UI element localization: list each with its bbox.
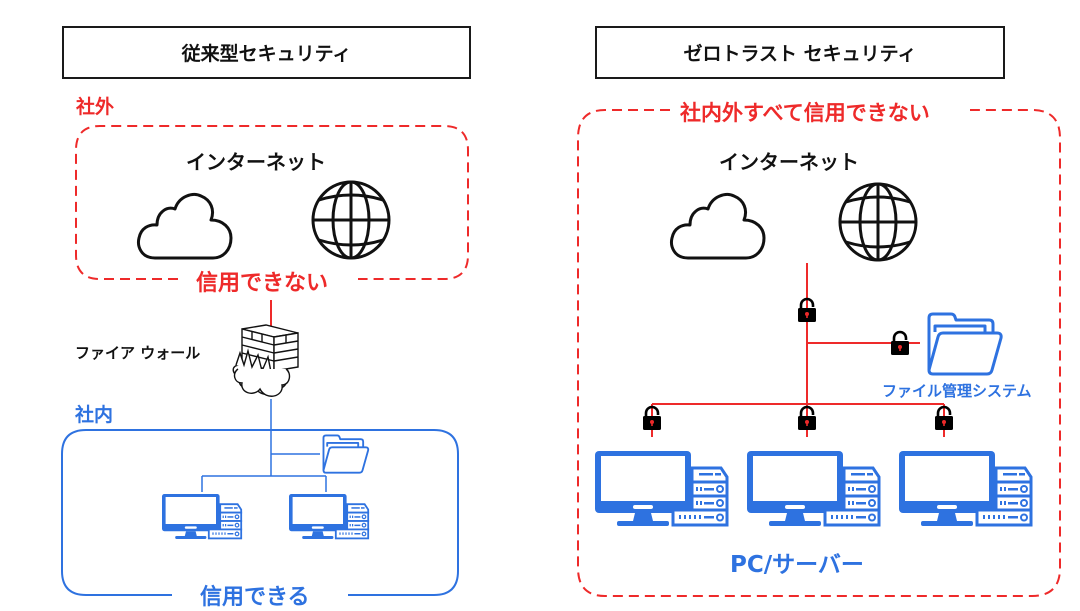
zero-trust-security-title: ゼロトラスト セキュリティ [595, 26, 1005, 79]
outside-label: 社外 [76, 96, 115, 118]
pc-server-icon [288, 493, 370, 540]
lock-icon [889, 330, 911, 357]
internet-label: インターネット [186, 150, 326, 174]
inside-zone-border [61, 429, 459, 596]
firewall-label: ファイア ウォール [75, 344, 201, 362]
folder-icon [927, 312, 1003, 376]
untrusted-label: 信用できない [196, 271, 329, 296]
pc-server-icon [593, 449, 729, 528]
outside-zone-border [75, 125, 469, 280]
zero-trust-zone-label: 社内外すべて信用できない [680, 101, 930, 125]
file-system-label: ファイル管理システム [882, 382, 1032, 400]
pc-server-icon [897, 449, 1033, 528]
trusted-label: 信用できる [200, 585, 310, 610]
pc-server-label: PC/サーバー [730, 552, 864, 578]
traditional-security-title: 従来型セキュリティ [62, 26, 471, 79]
internal-network-lines [201, 399, 327, 492]
pc-server-icon [161, 493, 243, 540]
globe-icon [838, 182, 918, 262]
internet-label: インターネット [719, 150, 859, 174]
globe-icon [311, 180, 391, 260]
pc-server-icon [745, 449, 881, 528]
inside-label: 社内 [75, 404, 114, 426]
folder-icon [322, 434, 370, 474]
zero-trust-security-title-text: ゼロトラスト セキュリティ [683, 43, 917, 65]
firewall-icon [232, 324, 299, 397]
cloud-icon [670, 193, 766, 260]
cloud-icon [137, 193, 233, 260]
traditional-security-title-text: 従来型セキュリティ [181, 43, 352, 65]
